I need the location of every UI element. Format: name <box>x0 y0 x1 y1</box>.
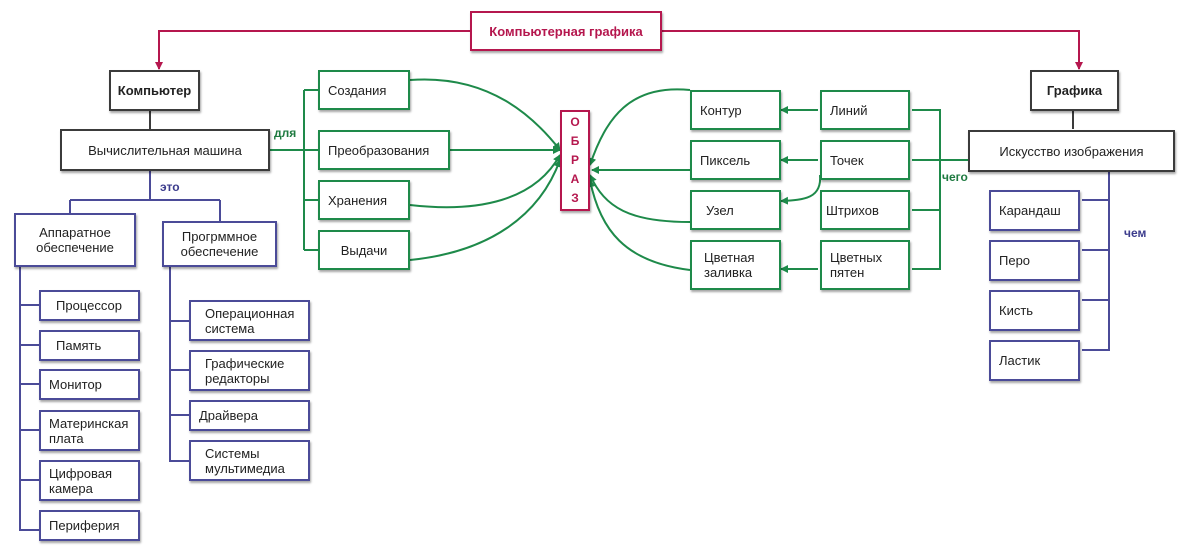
tool-eraser: Ластик <box>989 340 1080 381</box>
source-strokes: Штрихов <box>820 190 910 230</box>
art-of-imaging-node: Искусство изображения <box>968 130 1175 172</box>
diagram-title: Компьютерная графика <box>470 11 662 51</box>
link-label-eto: это <box>160 180 180 194</box>
image-letter: А <box>570 172 580 186</box>
purpose-item-storage: Хранения <box>318 180 410 220</box>
computing-machine-node: Вычислительная машина <box>60 129 270 171</box>
computer-node: Компьютер <box>109 70 200 111</box>
element-color-fill: Цветная заливка <box>690 240 781 290</box>
source-lines: Линий <box>820 90 910 130</box>
hardware-item: Цифровая камера <box>39 460 140 501</box>
link-label-chem: чем <box>1124 226 1147 240</box>
element-contour: Контур <box>690 90 781 130</box>
image-letter: О <box>570 115 580 129</box>
software-node: Прогрммное обеспечение <box>162 221 277 267</box>
graphics-node: Графика <box>1030 70 1119 111</box>
source-color-spots: Цветных пятен <box>820 240 910 290</box>
hardware-item: Монитор <box>39 369 140 400</box>
hardware-node: Аппаратное обеспечение <box>14 213 136 267</box>
link-label-dlya: для <box>274 126 297 140</box>
image-letter: Б <box>570 134 580 148</box>
purpose-item-output: Выдачи <box>318 230 410 270</box>
hardware-item: Память <box>39 330 140 361</box>
purpose-item-creation: Создания <box>318 70 410 110</box>
tool-brush: Кисть <box>989 290 1080 331</box>
hardware-item: Периферия <box>39 510 140 541</box>
software-item: Операционная система <box>189 300 310 341</box>
tool-pencil: Карандаш <box>989 190 1080 231</box>
tool-pen: Перо <box>989 240 1080 281</box>
image-letter: Р <box>570 153 579 167</box>
hardware-item: Процессор <box>39 290 140 321</box>
image-letter: З <box>571 191 579 205</box>
image-node: О Б Р А З <box>560 110 590 211</box>
software-item: Драйвера <box>189 400 310 431</box>
element-node: Узел <box>690 190 781 230</box>
source-points: Точек <box>820 140 910 180</box>
link-label-chego: чего <box>942 170 968 184</box>
hardware-item: Материнская плата <box>39 410 140 451</box>
software-item: Графические редакторы <box>189 350 310 391</box>
purpose-item-transformation: Преобразования <box>318 130 450 170</box>
element-pixel: Пиксель <box>690 140 781 180</box>
software-item: Системы мультимедиа <box>189 440 310 481</box>
